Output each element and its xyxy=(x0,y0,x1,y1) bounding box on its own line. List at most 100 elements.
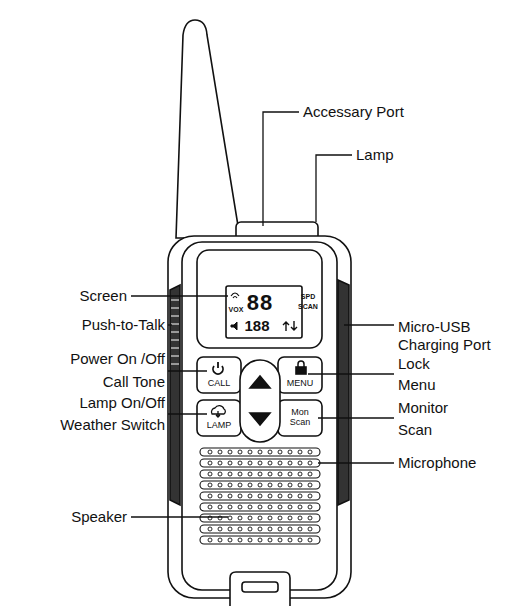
grille-hole xyxy=(208,461,212,465)
grille-hole xyxy=(238,538,242,542)
grille-slot xyxy=(200,448,320,456)
grille-hole xyxy=(278,472,282,476)
lcd-icon xyxy=(231,293,239,298)
lcd-speaker-icon xyxy=(231,322,237,330)
part-label: Push-to-Talk xyxy=(82,316,165,334)
grille-hole xyxy=(278,494,282,498)
part-label: Accessary Port xyxy=(303,103,404,121)
grille-hole xyxy=(278,538,282,542)
grille-hole xyxy=(278,505,282,509)
grille-hole xyxy=(238,505,242,509)
grille-hole xyxy=(208,538,212,542)
grille-hole xyxy=(308,494,312,498)
part-label: Power On /Off xyxy=(70,350,165,368)
leader-line xyxy=(308,373,394,374)
grille-hole xyxy=(248,516,252,520)
grille-hole xyxy=(288,494,292,498)
button-text: CALL xyxy=(208,379,231,389)
grille-hole xyxy=(298,450,302,454)
grille-slot xyxy=(200,525,320,533)
grille-hole xyxy=(208,472,212,476)
grille-hole xyxy=(218,527,222,531)
grille-hole xyxy=(288,516,292,520)
grille-hole xyxy=(268,494,272,498)
grille-hole xyxy=(208,527,212,531)
grille-hole xyxy=(308,516,312,520)
grille-hole xyxy=(248,494,252,498)
leader-line xyxy=(168,324,172,325)
grille-hole xyxy=(218,461,222,465)
ptt-ridge xyxy=(171,316,179,317)
lcd-text: SPD xyxy=(301,293,315,301)
leader-lines xyxy=(131,112,394,517)
grille-hole xyxy=(258,483,262,487)
button-text: LAMP xyxy=(207,421,232,431)
grille-hole xyxy=(228,472,232,476)
leader-line xyxy=(316,155,352,222)
lcd xyxy=(226,286,302,338)
button-text: MENU xyxy=(287,379,314,389)
grille-hole xyxy=(258,516,262,520)
part-label: Lamp xyxy=(356,146,394,164)
grille-hole xyxy=(238,472,242,476)
lcd-arrows xyxy=(283,321,297,331)
screen-bezel xyxy=(197,250,322,348)
lcd-digits: 188 xyxy=(244,317,269,335)
part-label: Lock xyxy=(398,355,430,373)
grille-hole xyxy=(308,505,312,509)
speaker-grille xyxy=(200,448,320,544)
grille-hole xyxy=(208,494,212,498)
grille-hole xyxy=(248,527,252,531)
lanyard-slot xyxy=(242,582,278,592)
right-grip xyxy=(338,280,349,505)
grille-hole xyxy=(238,516,242,520)
ptt-ridge xyxy=(171,356,179,357)
grille-hole xyxy=(218,450,222,454)
part-label: Screen xyxy=(79,287,127,305)
grille-hole xyxy=(238,527,242,531)
grille-hole xyxy=(298,538,302,542)
grille-hole xyxy=(228,450,232,454)
grille-hole xyxy=(258,472,262,476)
grille-hole xyxy=(268,527,272,531)
leader-line xyxy=(168,370,207,371)
leader-line xyxy=(263,112,299,226)
grille-hole xyxy=(288,527,292,531)
grille-hole xyxy=(268,450,272,454)
grille-hole xyxy=(278,483,282,487)
grille-slot xyxy=(200,459,320,467)
antenna xyxy=(176,20,240,238)
grille-hole xyxy=(308,538,312,542)
grille-hole xyxy=(258,450,262,454)
grille-hole xyxy=(308,483,312,487)
grille-hole xyxy=(248,483,252,487)
grille-hole xyxy=(238,461,242,465)
grille-hole xyxy=(298,472,302,476)
grille-hole xyxy=(258,538,262,542)
grille-hole xyxy=(288,461,292,465)
grille-hole xyxy=(228,527,232,531)
grille-hole xyxy=(288,483,292,487)
housing xyxy=(168,236,351,598)
grille-hole xyxy=(238,494,242,498)
grille-slot xyxy=(200,470,320,478)
grille-hole xyxy=(298,527,302,531)
part-label: Call Tone xyxy=(103,373,165,391)
grille-hole xyxy=(228,483,232,487)
ptt-ridge xyxy=(171,324,179,325)
grille-hole xyxy=(258,461,262,465)
grille-hole xyxy=(238,450,242,454)
grille-hole xyxy=(248,472,252,476)
grille-hole xyxy=(308,527,312,531)
grille-hole xyxy=(278,450,282,454)
grille-hole xyxy=(218,505,222,509)
grille-hole xyxy=(288,472,292,476)
lamp-button xyxy=(197,400,241,436)
grille-hole xyxy=(298,483,302,487)
ptt-ridge xyxy=(171,308,179,309)
grille-hole xyxy=(208,450,212,454)
lock-shackle xyxy=(298,361,304,367)
power-icon xyxy=(213,362,223,374)
grille-hole xyxy=(248,505,252,509)
